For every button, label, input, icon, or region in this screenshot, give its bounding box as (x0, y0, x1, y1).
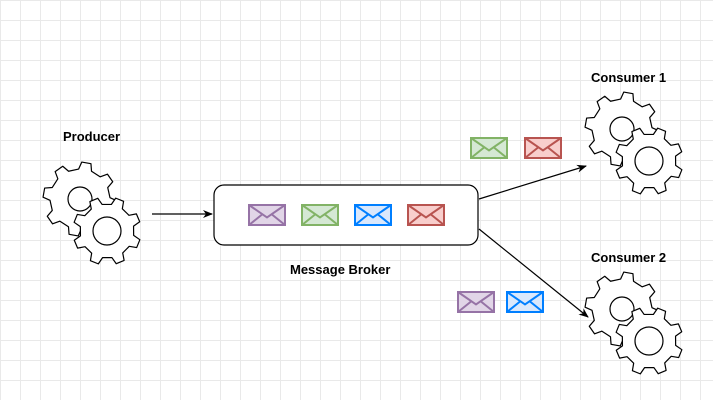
envelope-blue-icon (506, 291, 544, 313)
producer-gear-icon[interactable] (37, 156, 150, 274)
consumer1-gear-icon[interactable] (579, 86, 692, 204)
consumer1-label: Consumer 1 (591, 70, 667, 85)
producer-label: Producer (63, 129, 121, 144)
envelope-blue-icon (354, 204, 392, 226)
message-broker-box[interactable] (213, 184, 479, 246)
envelope-red-icon (407, 204, 445, 226)
consumer1-messages (470, 137, 562, 159)
broker-to-consumer1-arrow (478, 164, 587, 200)
envelope-purple-icon (248, 204, 286, 226)
envelope-green-icon (301, 204, 339, 226)
consumer2-label: Consumer 2 (591, 250, 667, 265)
envelope-green-icon (470, 137, 508, 159)
broker-label: Message Broker (290, 262, 391, 277)
consumer2-gear-icon[interactable] (579, 266, 692, 384)
envelope-red-icon (524, 137, 562, 159)
broker-to-consumer2-arrow (478, 228, 589, 318)
consumer2-messages (457, 291, 544, 313)
broker-message-queue (248, 204, 445, 226)
envelope-purple-icon (457, 291, 495, 313)
